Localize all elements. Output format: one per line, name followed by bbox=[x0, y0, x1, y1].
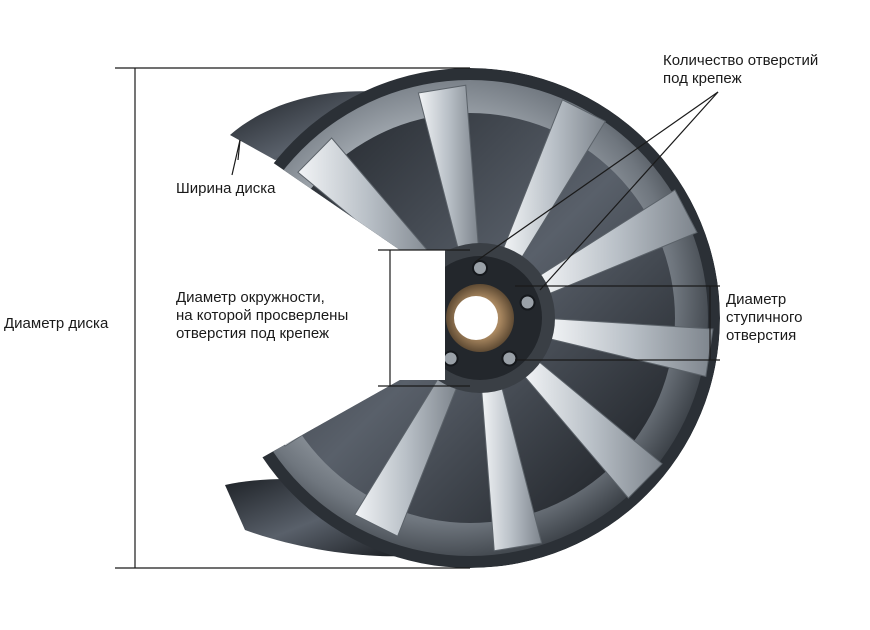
bolt-hole bbox=[501, 350, 518, 367]
pcd-line-1: Диаметр окружности, bbox=[176, 289, 325, 306]
hub-bore-label: Диаметр ступичного отверстия bbox=[726, 291, 802, 345]
hub-cutaway bbox=[400, 250, 445, 380]
holes-count-label: Количество отверстий под крепеж bbox=[663, 52, 818, 88]
dimension-lines bbox=[115, 67, 720, 569]
hub-bore-line-2: ступичного bbox=[726, 309, 803, 326]
holes-count-line-2: под крепеж bbox=[663, 70, 742, 87]
disc-diameter-label: Диаметр диска bbox=[4, 315, 109, 332]
bolt-hole bbox=[472, 260, 488, 276]
hub-bore-line-3: отверстия bbox=[726, 327, 797, 344]
disc-width-label: Ширина диска bbox=[176, 180, 276, 197]
hub-bore-line-1: Диаметр bbox=[726, 291, 787, 308]
pcd-line-2: на которой просверлены bbox=[176, 307, 349, 324]
hub-bore-inner bbox=[454, 296, 498, 340]
bolt-hole bbox=[519, 294, 536, 311]
bolt-hole bbox=[442, 350, 459, 367]
pcd-line-3: отверстия под крепеж bbox=[176, 325, 330, 342]
holes-count-line-1: Количество отверстий bbox=[663, 52, 819, 69]
wheel-illustration bbox=[225, 68, 720, 568]
pcd-label: Диаметр окружности, на которой просверле… bbox=[176, 289, 348, 343]
